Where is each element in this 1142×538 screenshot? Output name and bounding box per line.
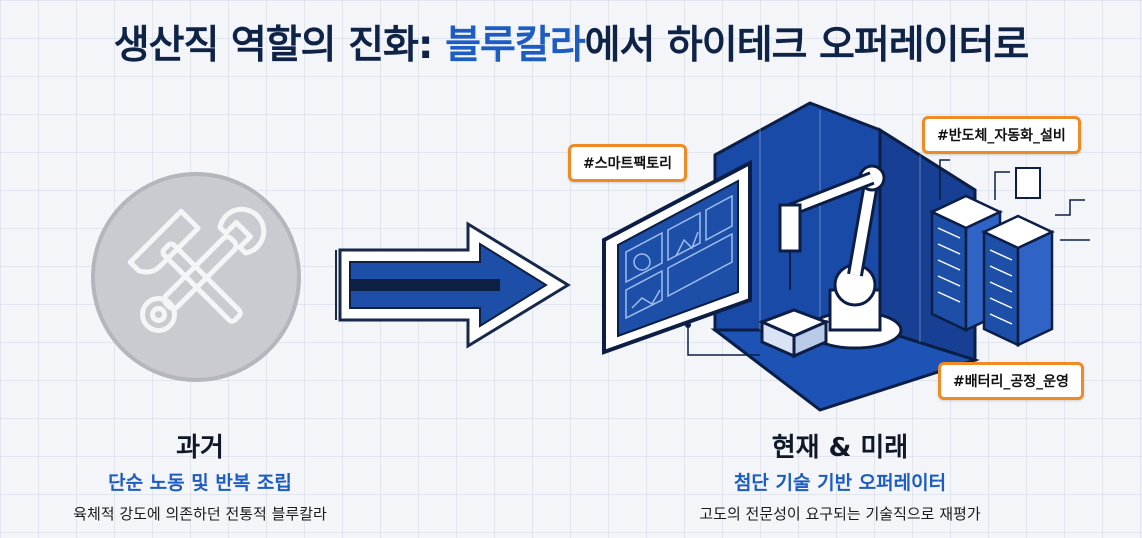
- tablet-dashboard-icon: [602, 159, 760, 356]
- future-description: 고도의 전문성이 요구되는 기술직으로 재평가: [699, 505, 981, 523]
- future-title: 현재 & 미래: [771, 433, 909, 463]
- title-part1: 생산직 역할의 진화:: [113, 23, 446, 68]
- past-title: 과거: [176, 433, 224, 463]
- past-description: 육체적 강도에 의존하던 전통적 블루칼라: [73, 505, 327, 523]
- future-caption: 현재 & 미래 첨단 기술 기반 오퍼레이터 고도의 전문성이 요구되는 기술직…: [620, 427, 1060, 524]
- past-caption: 과거 단순 노동 및 반복 조립 육체적 강도에 의존하던 전통적 블루칼라: [30, 427, 370, 524]
- tag-semiconductor: #반도체_자동화_설비: [922, 116, 1081, 154]
- robot-arm-icon: [758, 164, 903, 359]
- tag-battery: #배터리_공정_운영: [938, 362, 1084, 400]
- right-arrow-icon: [335, 221, 571, 349]
- tag-smart-factory: #스마트팩토리: [568, 144, 688, 182]
- tools-icon: [91, 172, 301, 382]
- server-rack-icon: [929, 159, 1090, 347]
- page-title: 생산직 역할의 진화: 블루칼라에서 하이테크 오퍼레이터로: [0, 14, 1142, 70]
- future-subtitle: 첨단 기술 기반 오퍼레이터: [733, 472, 947, 494]
- title-highlight: 블루칼라: [445, 23, 586, 68]
- past-subtitle: 단순 노동 및 반복 조립: [108, 472, 292, 494]
- title-part2: 에서 하이테크 오퍼레이터로: [584, 23, 1030, 68]
